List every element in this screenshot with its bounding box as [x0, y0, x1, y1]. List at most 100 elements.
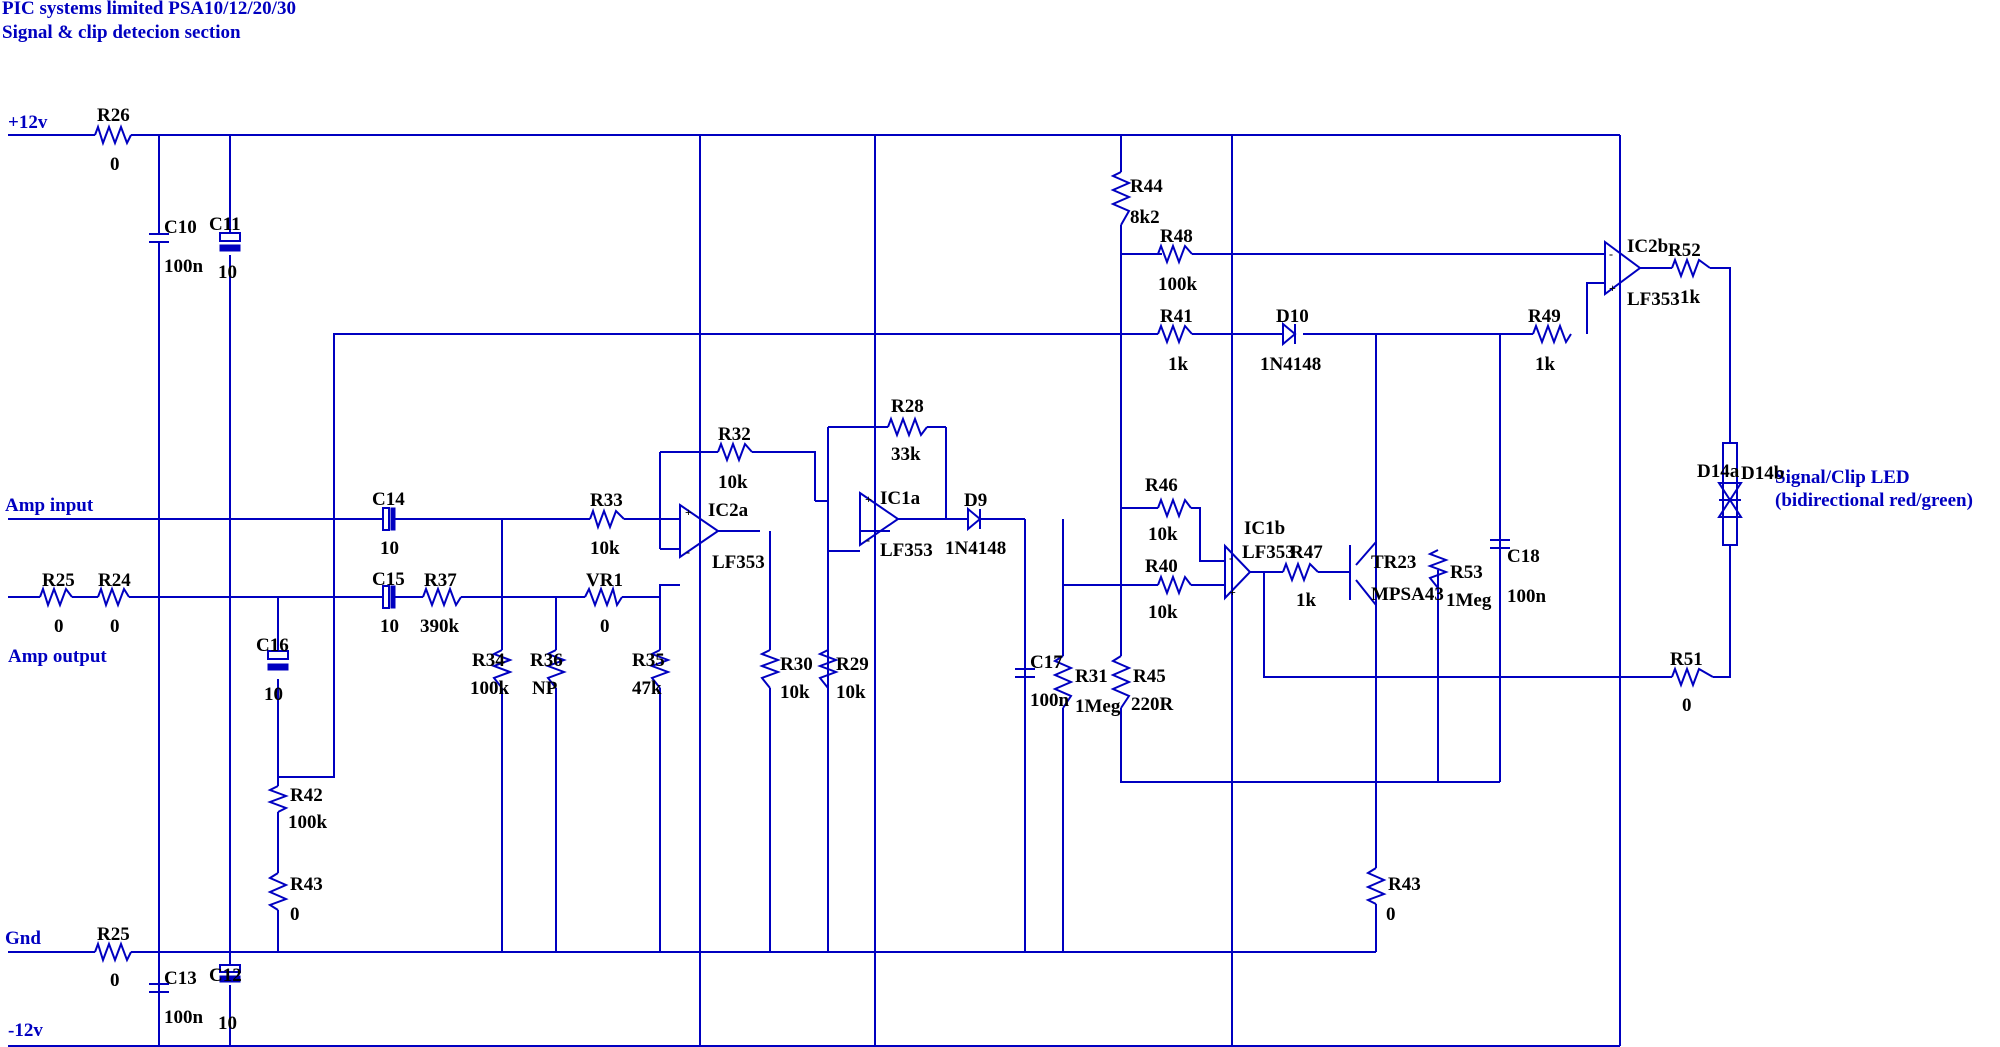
label-ref: R25 — [42, 570, 75, 591]
label-val: 1Meg — [1446, 590, 1492, 611]
capacitor-C11-plate — [219, 232, 241, 242]
resistor-R43-b — [1365, 867, 1387, 905]
svg-text:-: - — [686, 545, 690, 559]
opamps: + - + - - + - + — [679, 240, 1642, 601]
label-val: 100k — [470, 678, 510, 699]
label-ref: R25 — [97, 924, 130, 945]
label-ref: C17 — [1030, 652, 1063, 673]
title-line-2: Signal & clip detecion section — [2, 22, 241, 43]
net-label-amp-input: Amp input — [5, 495, 94, 516]
resistor-R49 — [1532, 323, 1572, 345]
resistor-R47 — [1282, 561, 1319, 583]
resistor-R26 — [94, 123, 132, 147]
opamp-IC1a — [859, 491, 900, 547]
svg-text:-: - — [1229, 551, 1233, 565]
resistor-R48 — [1157, 243, 1193, 265]
label-val: 100n — [164, 256, 204, 277]
label-ref: C12 — [209, 965, 242, 986]
label-ref: R44 — [1130, 176, 1163, 197]
label-val: 0 — [1386, 904, 1396, 925]
label-ref: R45 — [1133, 666, 1166, 687]
capacitor-C17 — [1015, 668, 1035, 678]
resistor-R40 — [1157, 574, 1192, 596]
led-D14-body — [1722, 442, 1738, 546]
svg-text:+: + — [1229, 585, 1236, 599]
resistor-R37 — [422, 586, 462, 608]
capacitors — [149, 232, 1510, 993]
label-ref: R40 — [1145, 556, 1178, 577]
label-val: 10 — [218, 262, 237, 283]
label-ref: R52 — [1668, 240, 1701, 261]
label-ref: D9 — [964, 490, 987, 511]
resistor-R46 — [1157, 497, 1192, 519]
resistor-R31 — [1052, 655, 1074, 709]
resistor-R34 — [491, 649, 513, 689]
net-label-gnd: Gnd — [5, 928, 41, 949]
label-ref: R41 — [1160, 306, 1193, 327]
label-ref: C18 — [1507, 546, 1540, 567]
component-labels: R26 0 R25 0 R24 0 R25 0 R33 10k R37 390k… — [42, 105, 1784, 1034]
title-line-1: PIC systems limited PSA10/12/20/30 — [2, 0, 296, 19]
label-val: 10 — [380, 538, 399, 559]
label-ref: VR1 — [586, 570, 623, 591]
label-ref: C14 — [372, 489, 405, 510]
svg-text:+: + — [865, 492, 872, 506]
label-val: 0 — [290, 904, 300, 925]
capacitor-C16-plate — [267, 650, 289, 660]
label-val: 47k — [632, 678, 662, 699]
label-val: 10 — [264, 684, 283, 705]
label-ref: R37 — [424, 570, 457, 591]
led-note-line-2: (bidirectional red/green) — [1775, 490, 1973, 511]
capacitor-C12-plate-neg — [219, 975, 241, 983]
svg-text:-: - — [1609, 247, 1613, 261]
label-val: 100k — [1158, 274, 1198, 295]
label-val: 0 — [54, 616, 64, 637]
capacitor-C13 — [149, 983, 169, 993]
label-ref: R53 — [1450, 562, 1483, 583]
label-ref: TR23 — [1371, 552, 1416, 573]
capacitor-C15-plate — [382, 585, 390, 609]
label-val: 0 — [600, 616, 610, 637]
label-ref: IC2a — [708, 500, 749, 521]
label-ref: R29 — [836, 654, 869, 675]
label-ref: R47 — [1290, 542, 1323, 563]
label-val: 1k — [1296, 590, 1317, 611]
label-ref: D10 — [1276, 306, 1309, 327]
label-ref: R30 — [780, 654, 813, 675]
opamp-IC1b — [1224, 543, 1252, 601]
diode-D9 — [967, 506, 982, 532]
label-val: LF353 — [1627, 289, 1680, 310]
resistor-R51 — [1671, 666, 1714, 688]
label-val: 100n — [1507, 586, 1547, 607]
capacitor-C18 — [1490, 539, 1510, 549]
label-val: 10k — [836, 682, 866, 703]
label-val: MPSA43 — [1371, 584, 1444, 605]
capacitor-C14-plate — [382, 507, 390, 531]
label-ref: R35 — [632, 650, 665, 671]
resistor-R43-a — [267, 872, 289, 911]
capacitor-C16-plate-neg — [267, 663, 289, 671]
resistor-R42 — [267, 785, 289, 813]
capacitor-C14-plate-neg — [390, 507, 396, 531]
label-ref: C15 — [372, 569, 405, 590]
label-ref: D14a — [1697, 461, 1740, 482]
resistor-R33 — [589, 507, 625, 531]
label-val: 10k — [780, 682, 810, 703]
opamp-IC2b — [1604, 240, 1642, 296]
label-val: LF353 — [1242, 542, 1295, 563]
label-ref: IC1b — [1244, 518, 1285, 539]
resistors — [39, 123, 1714, 964]
resistor-R36 — [545, 649, 567, 689]
label-ref: R31 — [1075, 666, 1108, 687]
label-val: 10 — [380, 616, 399, 637]
label-val: 1k — [1535, 354, 1556, 375]
label-val: 1N4148 — [1260, 354, 1321, 375]
resistor-R44 — [1110, 171, 1132, 226]
diodes — [967, 321, 1743, 546]
resistor-R25-a — [39, 585, 73, 609]
label-ref: R26 — [97, 105, 130, 126]
resistor-VR1 — [584, 585, 623, 608]
label-val: 10k — [718, 472, 748, 493]
label-val: 390k — [420, 616, 460, 637]
